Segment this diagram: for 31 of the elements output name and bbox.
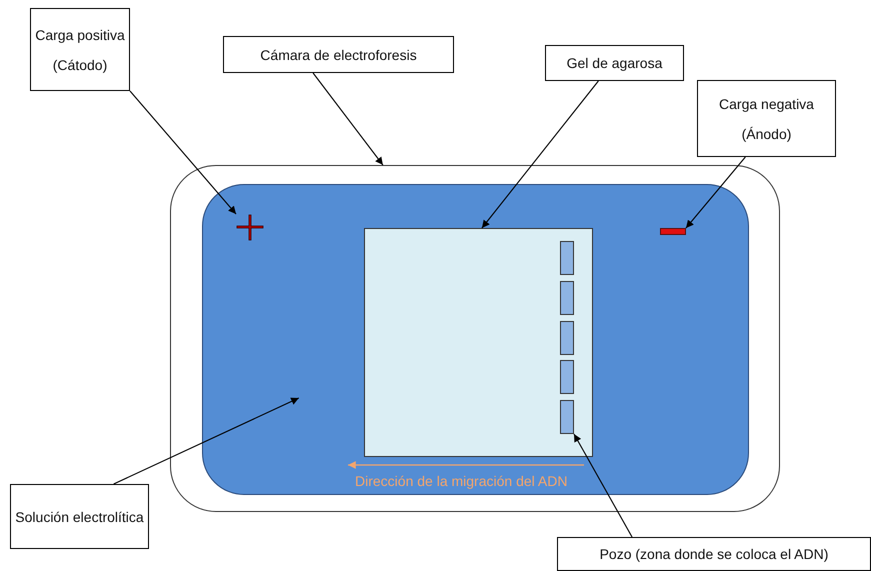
callout-text: Gel de agarosa xyxy=(566,55,662,71)
callout-box xyxy=(697,80,836,157)
callout-text: (Cátodo) xyxy=(52,56,108,72)
leader-line xyxy=(113,397,300,484)
callout-text: Cámara de electroforesis xyxy=(260,46,417,62)
electrolyte-solution xyxy=(202,184,749,495)
callout-text: Pozo (zona donde se coloca el ADN) xyxy=(600,546,828,562)
callout-box xyxy=(10,484,149,549)
sample-well xyxy=(560,281,574,315)
callout-text: Carga negativa xyxy=(719,96,814,112)
sample-well xyxy=(560,241,574,275)
leader-line xyxy=(130,90,236,214)
direction-label: Dirección de la migración del ADN xyxy=(355,473,568,489)
callout-box xyxy=(223,36,454,73)
gel-slab xyxy=(364,228,593,457)
sample-well xyxy=(560,400,574,434)
minus-sign xyxy=(660,228,686,235)
sample-well xyxy=(560,321,574,355)
callout-box xyxy=(557,537,871,571)
chamber-outline xyxy=(170,165,780,512)
callout-text: Solución electrolítica xyxy=(15,508,144,524)
callout-text: (Ánodo) xyxy=(742,126,792,142)
callout-box xyxy=(30,8,130,91)
callout-text: Carga positiva xyxy=(35,26,125,42)
leader-line xyxy=(312,72,384,166)
leader-line xyxy=(686,156,746,228)
leader-line xyxy=(574,434,633,538)
callout-box xyxy=(545,45,684,81)
plus-sign xyxy=(236,214,264,241)
leader-line xyxy=(482,80,599,228)
sample-well xyxy=(560,360,574,394)
